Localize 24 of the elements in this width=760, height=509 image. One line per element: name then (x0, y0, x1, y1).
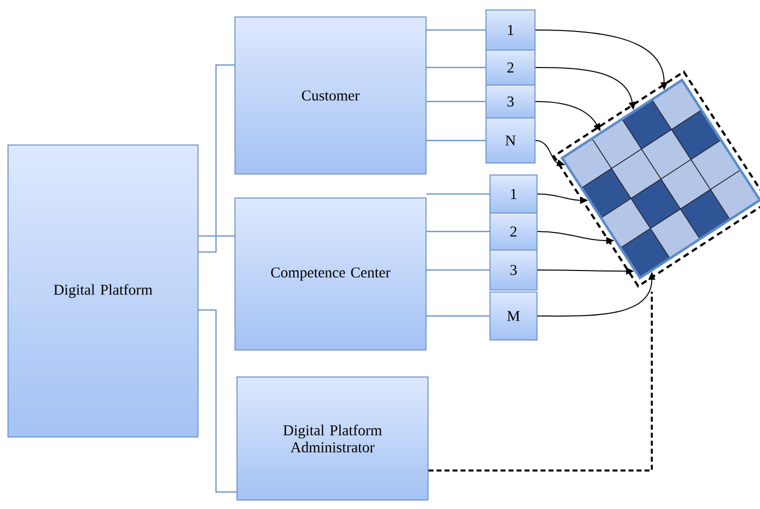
numbered-box: 1 (486, 10, 536, 50)
role-box: Competence Center (234, 198, 426, 350)
connector-line (426, 140, 486, 142)
connector-line (198, 64, 234, 253)
numbered-box: 3 (490, 250, 538, 290)
connector-line (426, 269, 490, 271)
connector-line (198, 235, 234, 237)
connector-line (426, 29, 486, 31)
connector-line (426, 193, 490, 195)
connector-line (426, 315, 490, 317)
connector-line (426, 230, 490, 232)
platform-box: Digital Platform (8, 144, 198, 438)
connector-line (426, 100, 486, 102)
connector-line (426, 66, 486, 68)
numbered-box: 2 (490, 212, 538, 250)
numbered-box: 3 (486, 84, 536, 118)
numbered-box: N (486, 118, 536, 164)
numbered-box: 2 (486, 50, 536, 86)
numbered-box: M (490, 292, 538, 340)
numbered-box: 1 (490, 174, 538, 214)
connector-line (198, 309, 236, 493)
dashed-connector (428, 292, 653, 472)
role-box: Digital Platform Administrator (236, 376, 428, 500)
role-box: Customer (234, 16, 426, 174)
